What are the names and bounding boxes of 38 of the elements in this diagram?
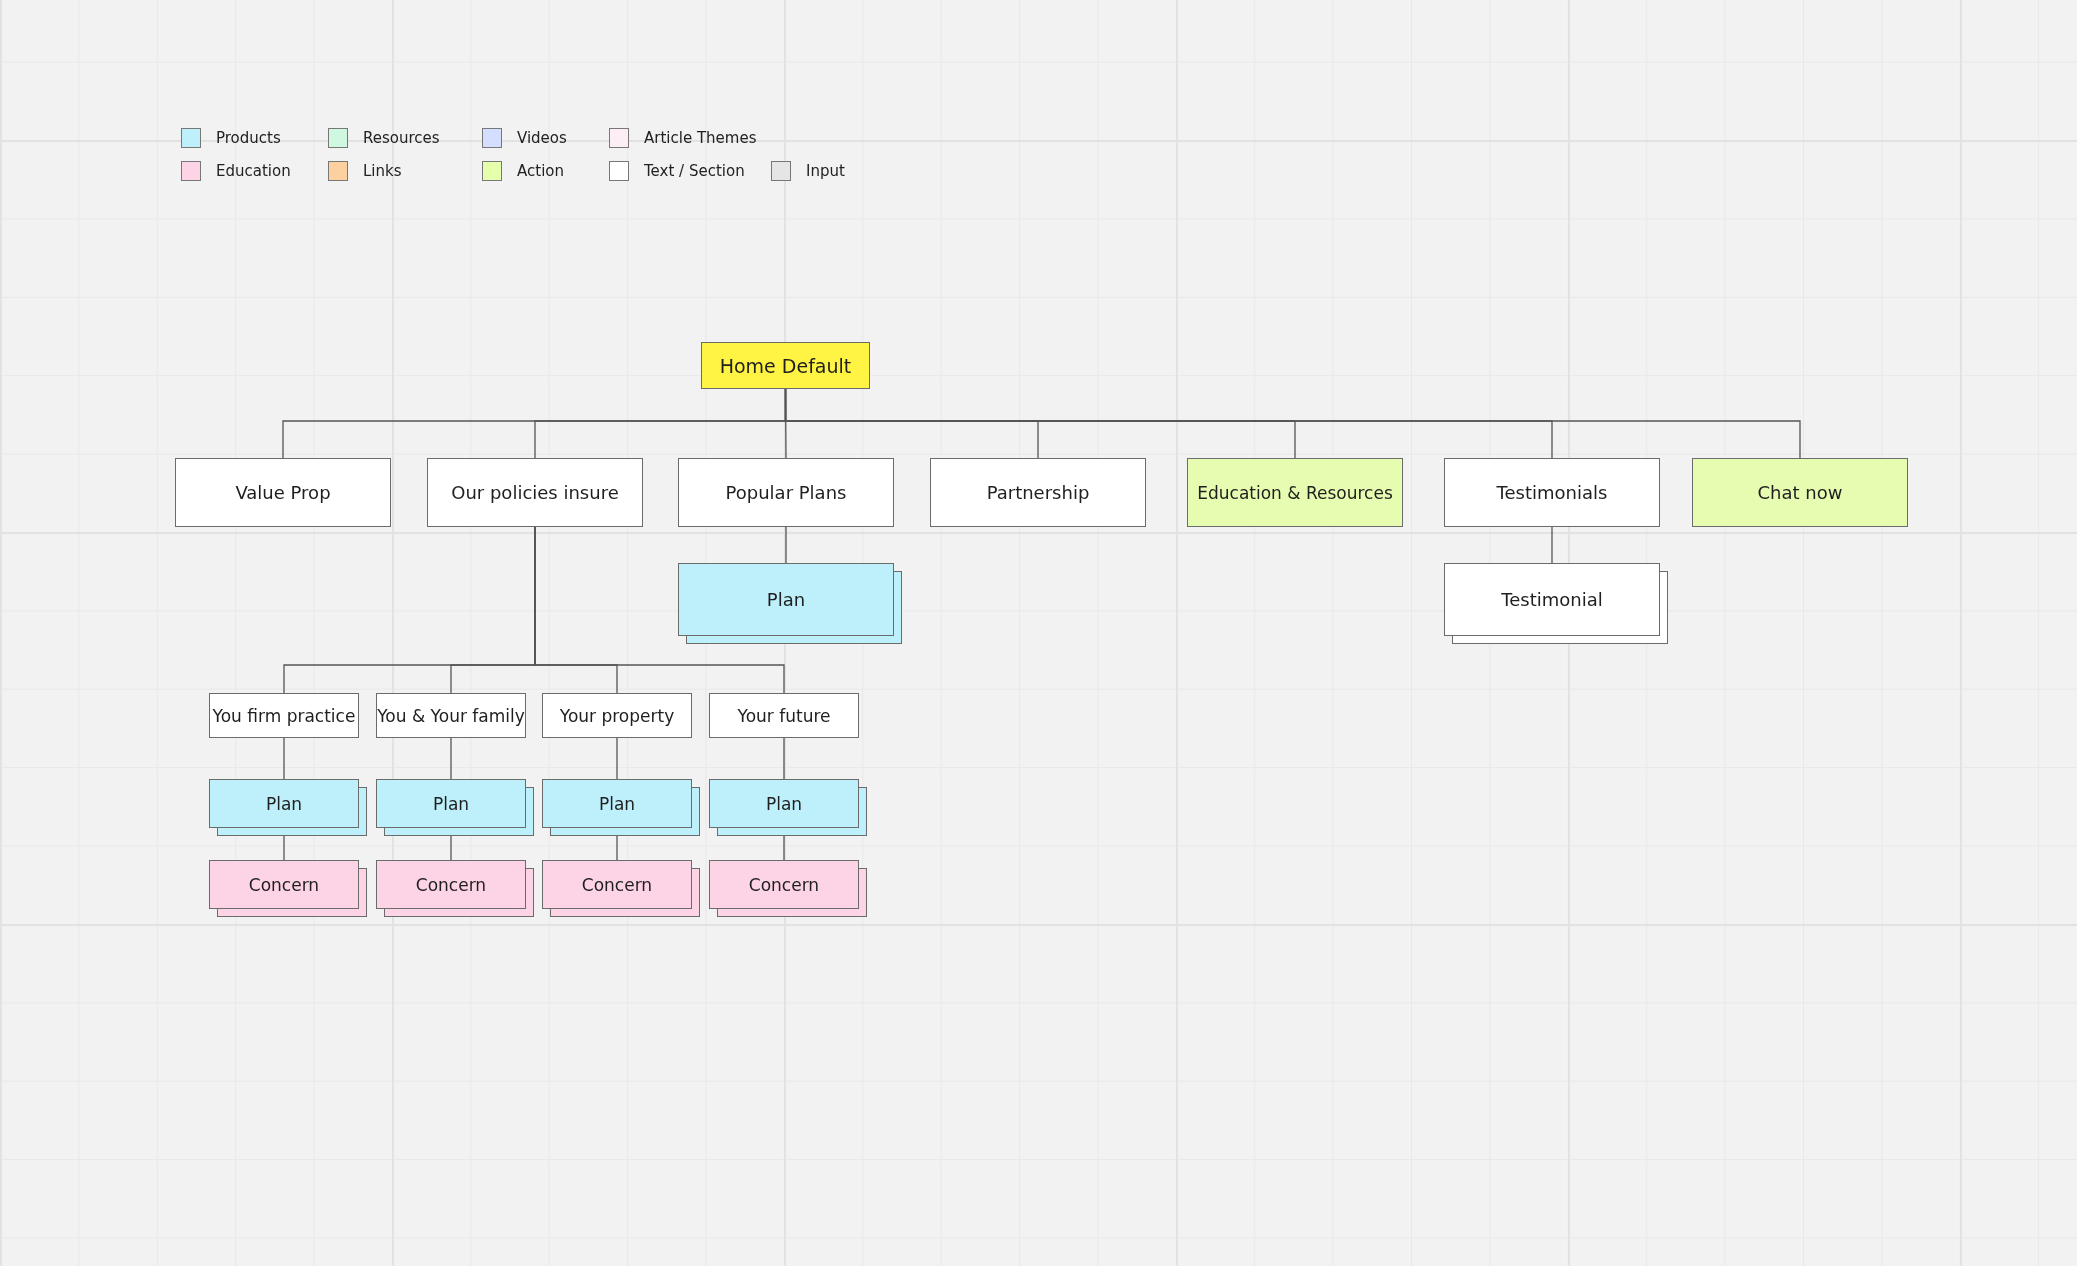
legend-label: Input [806,162,845,180]
section-box: Popular Plans [678,458,894,527]
legend-label: Links [363,162,402,180]
stacked-card: Plan [542,779,692,828]
stacked-card: Plan [209,779,359,828]
stacked-card: Concern [376,860,526,909]
section-box: Education & Resources [1187,458,1403,527]
connector-line [283,737,285,780]
section-box: Partnership [930,458,1146,527]
section-box: Your property [542,693,692,738]
connector-line [1551,526,1553,564]
stacked-card: Plan [678,563,894,636]
connector-line [784,388,1801,459]
connector-line [616,737,618,780]
stacked-card: Plan [709,779,859,828]
stacked-card: Concern [542,860,692,909]
legend-label: Products [216,129,281,147]
section-box: Home Default [701,342,870,389]
section-box: Your future [709,693,859,738]
section-box: Value Prop [175,458,391,527]
connector-line [783,737,785,780]
connector-line [450,737,452,780]
stacked-card: Testimonial [1444,563,1660,636]
section-box: You firm practice [209,693,359,738]
stacked-card: Plan [376,779,526,828]
section-box: Our policies insure [427,458,643,527]
section-box: You & Your family [376,693,526,738]
legend-label: Videos [517,129,567,147]
stacked-card: Concern [709,860,859,909]
connector-line [785,526,787,564]
legend-label: Education [216,162,291,180]
section-box: Testimonials [1444,458,1660,527]
legend-label: Action [517,162,564,180]
legend-label: Article Themes [644,129,757,147]
legend-label: Text / Section [644,162,745,180]
legend-label: Resources [363,129,440,147]
stacked-card: Concern [209,860,359,909]
section-box: Chat now [1692,458,1908,527]
